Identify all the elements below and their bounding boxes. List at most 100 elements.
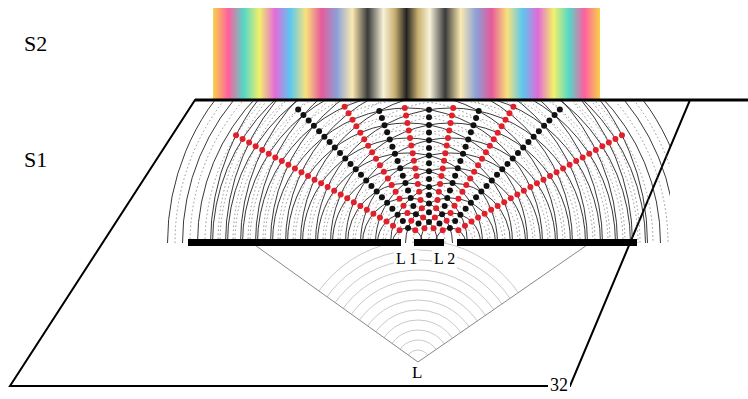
wavefront-arc [326, 270, 510, 399]
interference-dot [405, 225, 411, 231]
interference-dot [365, 143, 371, 149]
interference-dot [452, 173, 458, 179]
wavefront-arc [366, 310, 470, 399]
page-number: 32 [548, 376, 570, 396]
interference-dot [514, 192, 520, 198]
wavefront-arc [323, 116, 578, 243]
interference-dot [534, 180, 540, 186]
wavefront-arc [226, 101, 671, 243]
interference-dot [387, 137, 393, 143]
barrier [188, 239, 401, 246]
fringe-screen [213, 8, 600, 100]
interference-dot [476, 108, 482, 114]
interference-dot [400, 203, 406, 209]
wavefront-arc [361, 153, 541, 243]
interference-dot [468, 129, 474, 135]
wavefront-arc [168, 101, 648, 243]
interference-dot [446, 128, 452, 134]
interference-dot [426, 122, 432, 128]
interference-dot [318, 180, 324, 186]
interference-dot [531, 134, 537, 140]
interference-dot [246, 140, 252, 146]
interference-dot [426, 192, 432, 198]
interference-dot [300, 112, 306, 118]
interference-dot [457, 158, 463, 164]
wavefront-arc [296, 240, 540, 399]
interference-dot [435, 197, 441, 203]
wavefront-arc [331, 123, 571, 243]
wavefront-arc [303, 138, 513, 243]
interference-dot [445, 135, 451, 141]
interference-dot [384, 129, 390, 135]
interference-dot [400, 218, 406, 224]
wavefront-arc [273, 108, 543, 243]
wavefront-arc [265, 101, 550, 243]
interference-dots [233, 104, 625, 233]
interference-dot [426, 209, 432, 215]
interference-dot [478, 189, 484, 195]
wavefront-arc [286, 101, 616, 243]
interference-dot [369, 149, 375, 155]
interference-dot [321, 134, 327, 140]
interference-dot [414, 173, 420, 179]
interference-dot [560, 166, 566, 172]
interference-dot [370, 211, 376, 217]
interference-dot [400, 173, 406, 179]
interference-dot [417, 197, 423, 203]
interference-dot [499, 166, 505, 172]
interference-dot [384, 200, 390, 206]
interference-dot [468, 200, 474, 206]
wavefront-arc [301, 101, 601, 243]
interference-dot [404, 210, 410, 216]
wavefront-arc [340, 176, 475, 244]
interference-dot [292, 166, 298, 172]
interference-dot [448, 120, 454, 126]
interference-dot [420, 214, 426, 220]
interference-dot [385, 175, 391, 181]
wavefront-arc [398, 191, 503, 244]
interference-dot [459, 189, 465, 195]
interference-dot [426, 184, 432, 190]
interference-dot [508, 195, 514, 201]
interference-dot [612, 136, 618, 142]
interference-dot [520, 145, 526, 151]
wavefront-arc [278, 101, 623, 243]
interference-dot [376, 108, 382, 114]
interference-dot [348, 161, 354, 167]
interference-dot [390, 223, 396, 229]
interference-dot [586, 151, 592, 157]
interference-dot [452, 203, 458, 209]
wavefront-arc [248, 101, 653, 243]
interference-dot [332, 145, 338, 151]
wavefront-arc [211, 101, 671, 243]
interference-dot [412, 165, 418, 171]
interference-dot [463, 182, 469, 188]
interference-dot [240, 136, 246, 142]
interference-dot [381, 169, 387, 175]
wavefront-arc [263, 101, 638, 243]
interference-dot [389, 182, 395, 188]
interference-dot [407, 135, 413, 141]
interference-dot [395, 212, 401, 218]
interference-dot [351, 199, 357, 205]
interference-dot [494, 172, 500, 178]
interference-dot [413, 211, 419, 217]
interference-dot [540, 177, 546, 183]
interference-dot [447, 188, 453, 194]
wavefront-arc [233, 101, 668, 243]
interference-dot [298, 169, 304, 175]
interference-dot [431, 225, 437, 231]
interference-dot [361, 136, 367, 142]
interference-dot [449, 113, 455, 119]
interference-dot [421, 225, 427, 231]
wavefront-arc [218, 101, 670, 243]
interference-dot [338, 192, 344, 198]
interference-dot [504, 161, 510, 167]
interference-dot [499, 123, 505, 129]
interference-dot [426, 219, 432, 225]
interference-dot [442, 150, 448, 156]
interference-dot [349, 117, 355, 123]
interference-dot [419, 205, 425, 211]
interference-dot [426, 137, 432, 143]
wavefront-arc [306, 250, 530, 399]
